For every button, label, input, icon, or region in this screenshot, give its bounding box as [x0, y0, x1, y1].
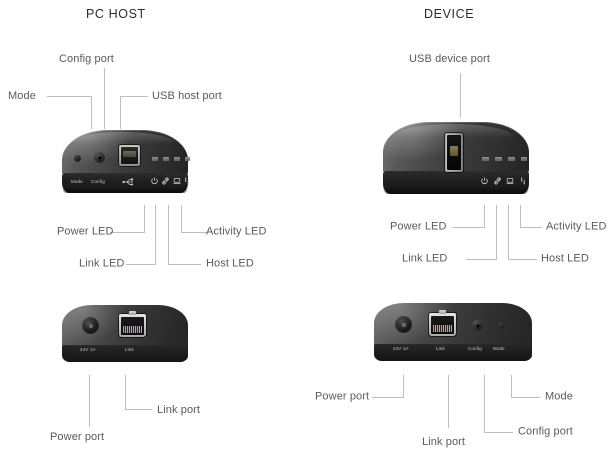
- leader-power-led-device-v: [484, 205, 485, 227]
- leader-mode-device-v: [511, 375, 512, 397]
- mode-button-pc-host[interactable]: [74, 155, 81, 162]
- silk-mode-pc-host: Mode: [71, 179, 83, 184]
- leader-link-port-pc-host-h: [125, 409, 152, 410]
- pc-host-rear-silk-band: [62, 345, 188, 362]
- callout-link-led-device: Link LED: [402, 252, 448, 265]
- led-activity-device: [521, 157, 527, 161]
- power-port-connector-device[interactable]: [395, 316, 412, 333]
- leader-link-led-device-v: [496, 205, 497, 259]
- leader-mode-device-h: [511, 397, 540, 398]
- config-jack-pc-host[interactable]: [94, 152, 105, 163]
- callout-power-port-device: Power port: [315, 390, 370, 403]
- led-activity-pc-host: [185, 157, 190, 161]
- leader-usb-device-port: [460, 73, 461, 118]
- mode-button-device[interactable]: [498, 322, 505, 329]
- device-rear-silk-band: [374, 343, 532, 361]
- leader-power-port-pc-host-b: [89, 405, 90, 427]
- leader-usb-host-port-h: [120, 96, 148, 97]
- host-icon-pc-host: [173, 178, 181, 184]
- callout-power-led-pc-host: Power LED: [57, 225, 114, 238]
- activity-icon-pc-host: [185, 177, 189, 185]
- silk-config-device-rear: Config: [468, 346, 482, 351]
- leader-usb-host-port-v: [120, 96, 121, 129]
- callout-activity-led-device: Activity LED: [546, 220, 607, 233]
- leader-power-port-device-v: [403, 375, 404, 397]
- silk-link-pc-host-rear: Link: [125, 347, 134, 352]
- pc-host-front-shell: [62, 130, 188, 177]
- leader-activity-led-pc-host-h: [181, 232, 207, 233]
- link-port-connector-device[interactable]: [429, 309, 456, 336]
- callout-usb-host-port: USB host port: [152, 90, 222, 102]
- link-port-connector-pc-host[interactable]: [119, 310, 146, 337]
- usb-icon-pc-host: [122, 178, 133, 186]
- callout-activity-led-pc-host: Activity LED: [206, 225, 267, 238]
- silk-config-pc-host: Config: [91, 179, 105, 184]
- led-link-pc-host: [163, 157, 169, 161]
- leader-power-port-device-h: [372, 397, 404, 398]
- led-host-device: [508, 157, 515, 161]
- leader-activity-led-pc-host-v: [181, 205, 182, 232]
- leader-activity-led-device-v: [520, 205, 521, 227]
- callout-link-port-pc-host: Link port: [157, 404, 201, 416]
- leader-config-port-pc-host: [104, 68, 105, 129]
- leader-power-led-device-h: [452, 227, 485, 228]
- callout-mode-device: Mode: [545, 390, 573, 403]
- leader-config-port-device-v: [484, 375, 485, 432]
- leader-link-led-pc-host-v: [155, 205, 156, 264]
- callout-config-port-device: Config port: [518, 425, 573, 438]
- leader-link-led-pc-host-h: [126, 264, 156, 265]
- leader-mode-pc-host-v: [91, 96, 92, 129]
- led-host-pc-host: [174, 157, 180, 161]
- leader-link-port-device: [448, 375, 449, 428]
- leader-host-led-device-v: [508, 205, 509, 259]
- led-link-device: [495, 157, 502, 161]
- callout-power-led-device: Power LED: [390, 220, 447, 233]
- column-title-device: DEVICE: [424, 7, 475, 21]
- callout-mode-pc-host: Mode: [8, 90, 36, 102]
- led-power-device: [482, 157, 489, 161]
- pc-host-front-silk-band: [62, 173, 188, 193]
- config-jack-device[interactable]: [472, 320, 483, 331]
- leader-host-led-device-h: [508, 259, 537, 260]
- leader-mode-pc-host-h: [47, 96, 92, 97]
- activity-icon-device: [521, 177, 525, 185]
- link-icon-device: [494, 177, 501, 185]
- silk-link-device-rear: Link: [436, 346, 445, 351]
- pc-host-rear-unit: 24V 1A Link: [62, 305, 188, 362]
- leader-link-led-device-h: [466, 259, 497, 260]
- led-power-pc-host: [152, 157, 158, 161]
- leader-host-led-pc-host-h: [168, 264, 201, 265]
- device-rear-unit: 24V 1A Link Config Mode: [374, 303, 532, 361]
- leader-config-port-device-h: [484, 432, 513, 433]
- device-front-unit: [383, 122, 529, 194]
- callout-host-led-pc-host: Host LED: [206, 257, 254, 270]
- leader-link-port-pc-host-v: [125, 375, 126, 409]
- silk-power-pc-host-rear: 24V 1A: [80, 347, 96, 352]
- link-icon-pc-host: [162, 177, 169, 185]
- leader-power-port-pc-host: [89, 375, 90, 405]
- leader-host-led-pc-host-v: [168, 205, 169, 264]
- power-icon-pc-host: [151, 177, 158, 185]
- leader-power-led-pc-host-v: [144, 205, 145, 232]
- callout-link-port-device: Link port: [422, 436, 466, 448]
- power-icon-device: [481, 177, 488, 185]
- host-icon-device: [506, 178, 514, 184]
- callout-host-led-device: Host LED: [541, 252, 589, 265]
- silk-mode-device-rear: Mode: [493, 346, 505, 351]
- pc-host-front-unit: Mode Config: [62, 130, 190, 193]
- silk-power-device-rear: 24V 1A: [393, 346, 409, 351]
- usb-host-port-connector[interactable]: [119, 145, 140, 166]
- callout-link-led-pc-host: Link LED: [79, 257, 125, 270]
- usb-device-port-connector[interactable]: [445, 133, 463, 172]
- leader-power-led-pc-host-h: [110, 232, 145, 233]
- callout-usb-device-port: USB device port: [409, 53, 490, 65]
- column-title-pc-host: PC HOST: [86, 7, 146, 21]
- callout-power-port-pc-host: Power port: [50, 431, 105, 443]
- callout-config-port-pc-host: Config port: [59, 53, 114, 65]
- power-port-connector-pc-host[interactable]: [82, 317, 99, 334]
- leader-activity-led-device-h: [520, 227, 542, 228]
